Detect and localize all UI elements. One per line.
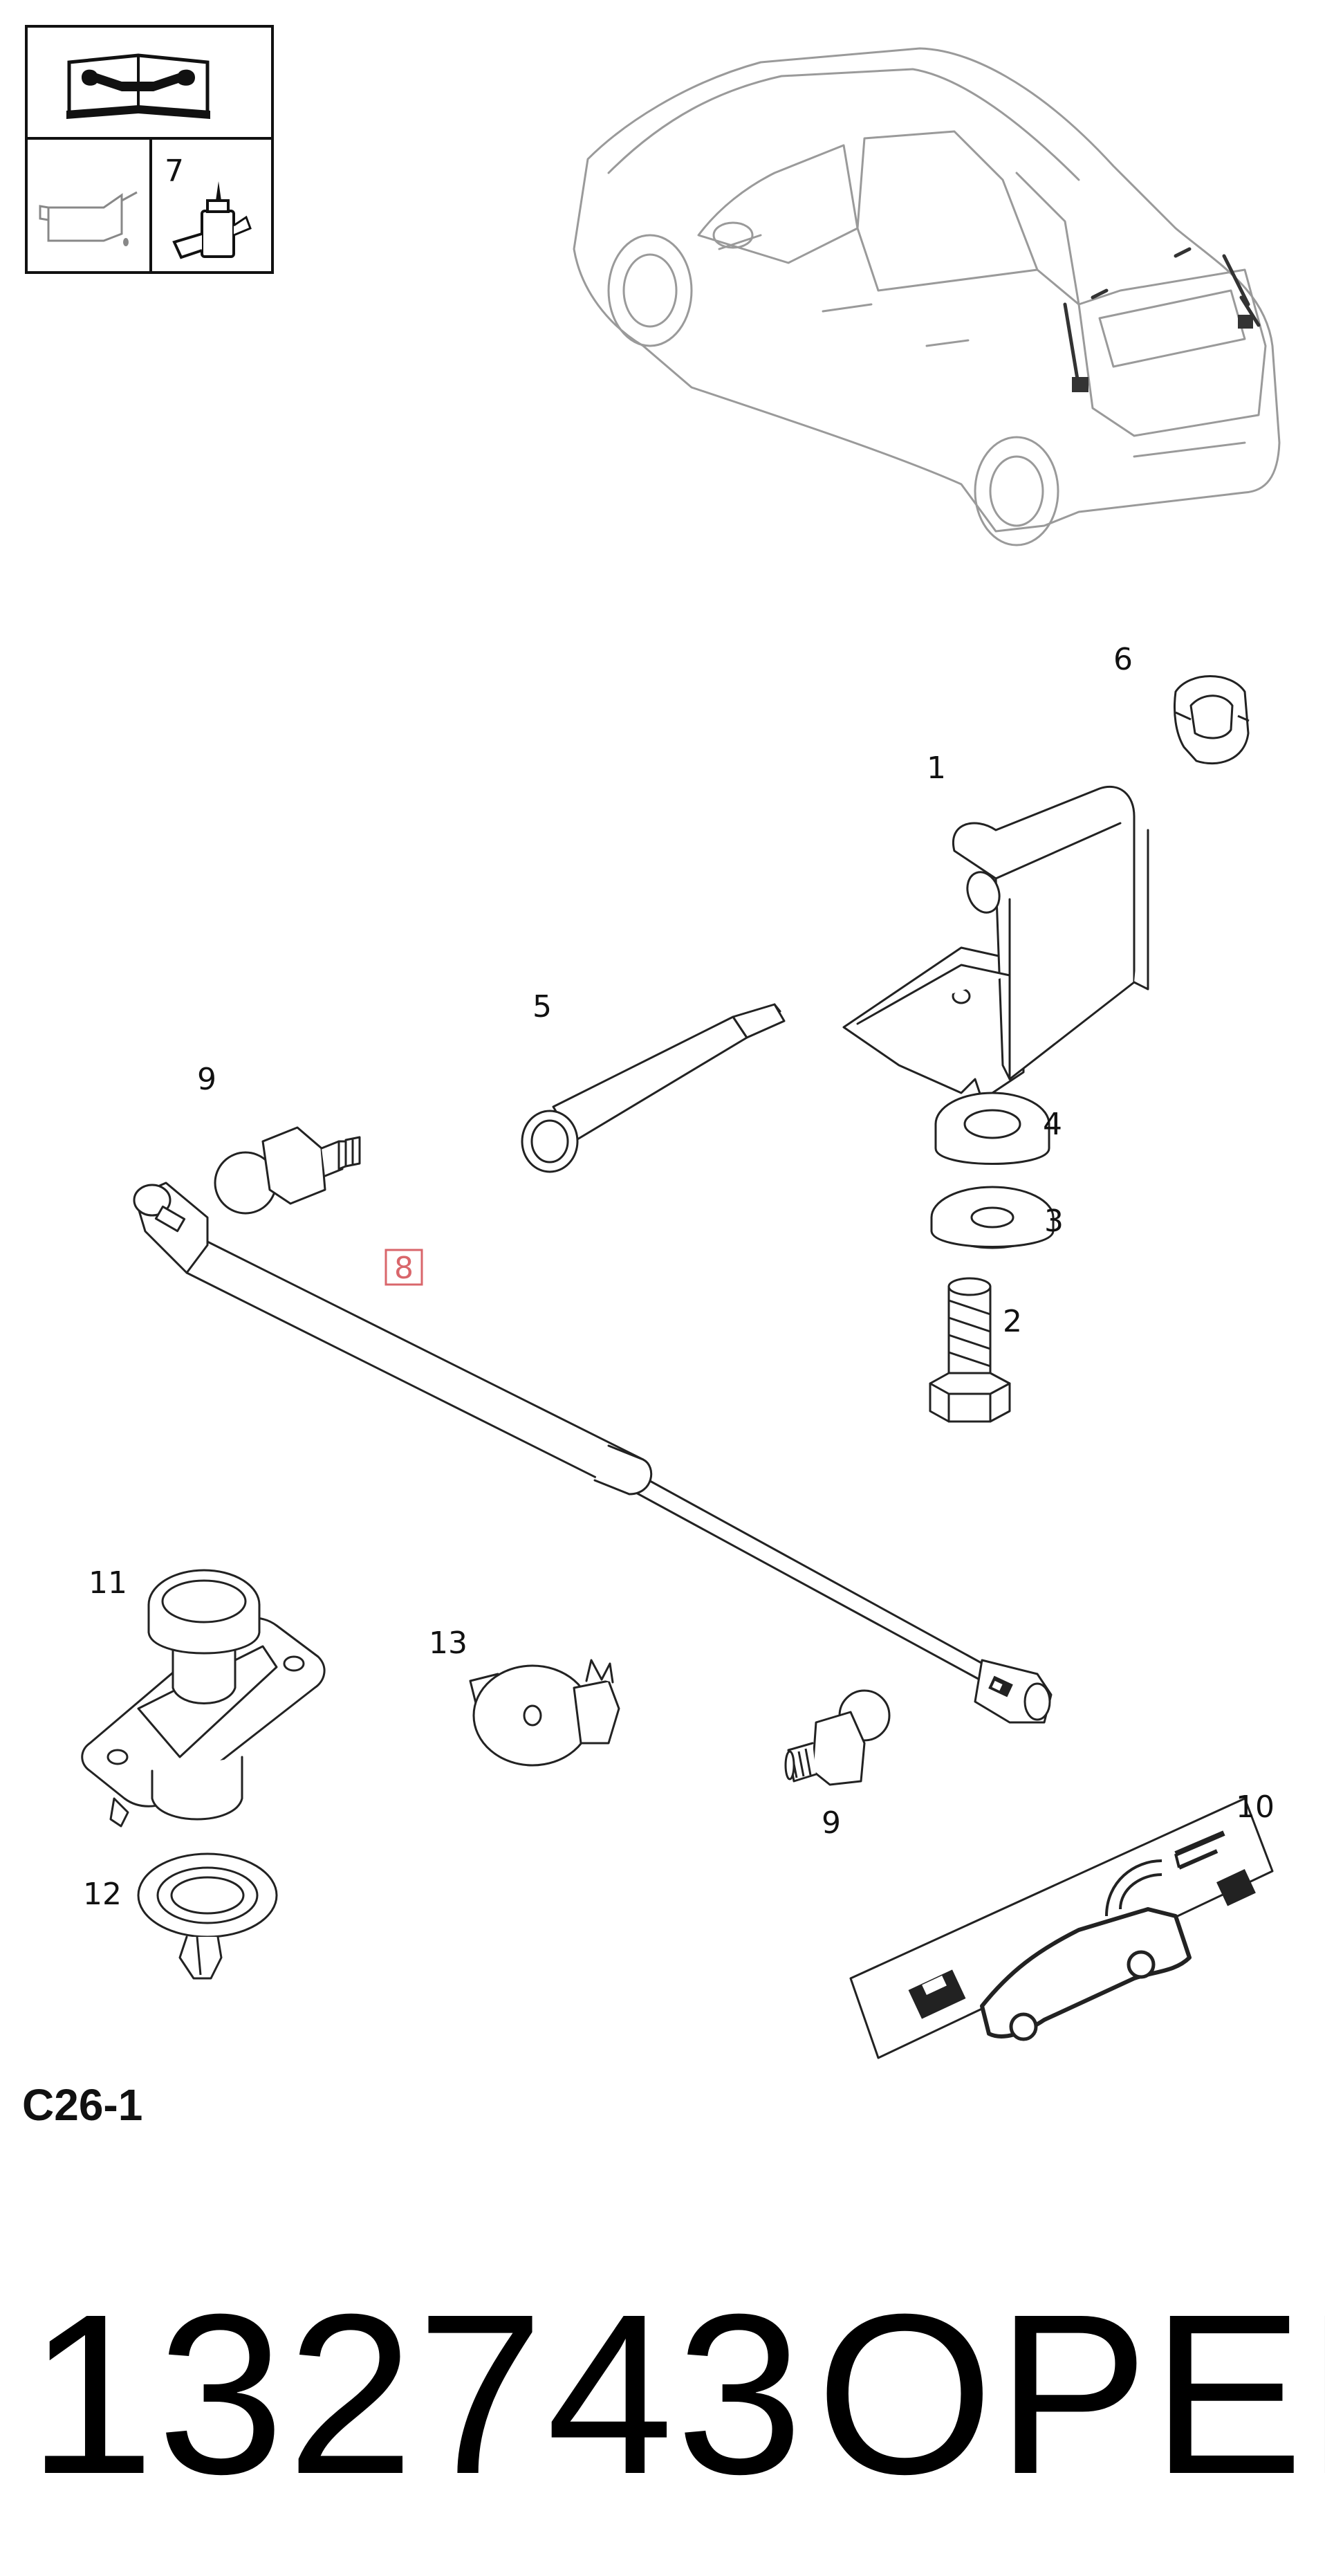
part-11-buffer: [81, 1569, 326, 1828]
callout-2: 2: [1003, 1304, 1022, 1339]
car-illustration: [573, 47, 1281, 546]
part-number: 132743: [28, 2266, 806, 2521]
callout-10: 10: [1236, 1790, 1275, 1825]
part-6-clip: [1174, 675, 1250, 765]
callout-3: 3: [1044, 1204, 1064, 1239]
car-strut-left: [1063, 302, 1081, 389]
legend-box: 7: [25, 25, 274, 274]
brand-name: OPEL: [816, 2266, 1325, 2521]
part-12-grommet: [137, 1852, 278, 1980]
part-3-washer: [930, 1186, 1055, 1249]
adhesive-tube-icon: [172, 181, 252, 259]
sheet-code: C26-1: [22, 2080, 142, 2130]
callout-13: 13: [429, 1626, 467, 1661]
callout-8: 8: [394, 1251, 414, 1286]
callout-1: 1: [927, 751, 946, 786]
part-10-label-card: [849, 1797, 1274, 2059]
highlight-box-8: [384, 1249, 423, 1286]
car-strut-right: [1222, 254, 1261, 327]
oil-can-icon: [39, 191, 138, 246]
callouts: 1 2 3 4 5 6 8 9 9 10 11 12 13: [83, 642, 1275, 1912]
callout-4: 4: [1043, 1107, 1062, 1142]
callout-9-lower: 9: [822, 1805, 841, 1841]
part-5-pin: [521, 1003, 786, 1173]
part-2-bolt: [929, 1277, 1011, 1423]
part-1-hinge-bracket: [842, 785, 1149, 1101]
callout-9-upper: 9: [197, 1062, 216, 1097]
part-9-ball-stud-lower: [784, 1689, 891, 1786]
part-13-push-clip: [469, 1659, 620, 1767]
callout-11: 11: [89, 1565, 127, 1601]
callout-12: 12: [83, 1877, 122, 1912]
callout-6: 6: [1113, 642, 1133, 677]
part-8-gas-strut: [133, 1181, 1053, 1724]
legend-item-label: 7: [165, 154, 184, 189]
callout-5: 5: [532, 989, 552, 1024]
gas-strut-pictogram-icon: [908, 1969, 966, 2019]
part-4-rubber-ring: [934, 1092, 1050, 1165]
part-9-ball-stud-upper: [214, 1126, 361, 1215]
wrench-book-icon: [66, 53, 210, 119]
